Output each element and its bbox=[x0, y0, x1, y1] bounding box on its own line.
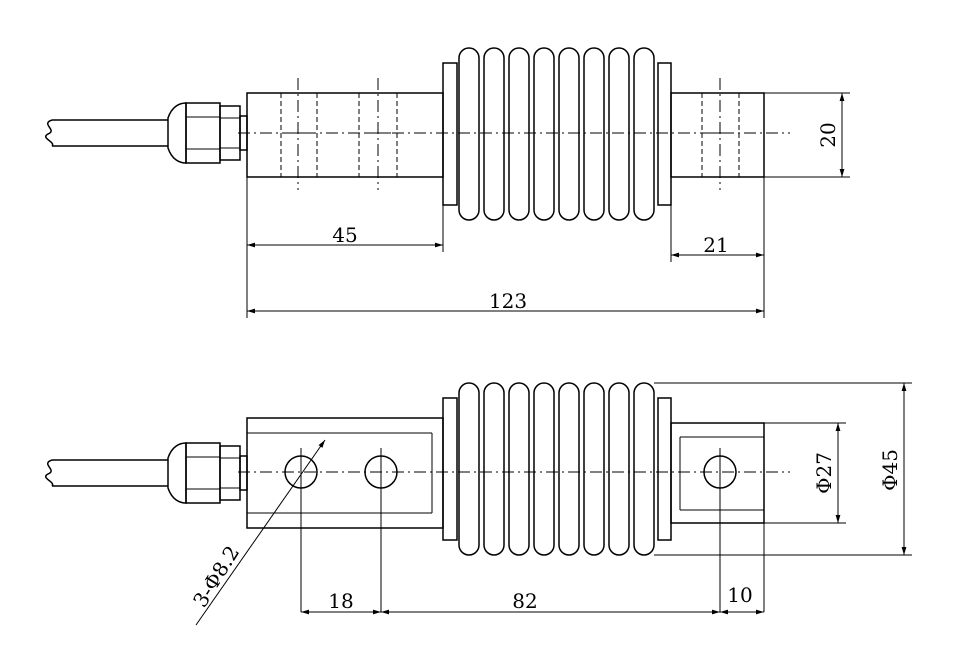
hole-callout-label: 3-Φ8.2 bbox=[188, 541, 244, 611]
bottom-left-block bbox=[246, 417, 444, 529]
dim-18-label: 18 bbox=[328, 589, 353, 613]
top-left-block bbox=[246, 92, 444, 178]
top-dim-45: 45 bbox=[246, 177, 444, 252]
top-view: 20 45 21 123 bbox=[45, 47, 850, 318]
hole-callout-leader: 3-Φ8.2 bbox=[188, 439, 326, 626]
dim-21-label: 21 bbox=[703, 233, 728, 257]
dim-phi45-label: Φ45 bbox=[878, 449, 902, 491]
top-dim-height: 20 bbox=[764, 92, 850, 178]
top-right-block bbox=[670, 92, 765, 178]
top-dim-21: 21 bbox=[670, 177, 765, 318]
dim-phi27-label: Φ27 bbox=[812, 452, 836, 494]
bottom-dim-phi45: Φ45 bbox=[654, 382, 912, 556]
dim-10-label: 10 bbox=[727, 583, 752, 607]
bottom-bellows bbox=[442, 382, 672, 556]
dim-45-label: 45 bbox=[332, 223, 357, 247]
dim-82-label: 82 bbox=[512, 589, 537, 613]
bottom-view: 3-Φ8.2 18 82 10 Φ27 Φ45 bbox=[45, 382, 912, 626]
dim-123-label: 123 bbox=[489, 289, 527, 313]
bottom-dim-phi27: Φ27 bbox=[764, 422, 846, 524]
bottom-cable bbox=[45, 459, 168, 487]
dim-20-label: 20 bbox=[816, 122, 840, 147]
top-cable-gland bbox=[167, 102, 248, 164]
bottom-dims-pitch: 18 82 10 bbox=[301, 523, 765, 615]
top-dim-123: 123 bbox=[246, 252, 764, 318]
top-cable bbox=[45, 119, 168, 147]
bottom-cable-gland bbox=[167, 442, 248, 504]
bottom-right-block bbox=[670, 422, 765, 524]
top-bellows bbox=[442, 47, 672, 221]
bottom-holes bbox=[284, 448, 737, 612]
